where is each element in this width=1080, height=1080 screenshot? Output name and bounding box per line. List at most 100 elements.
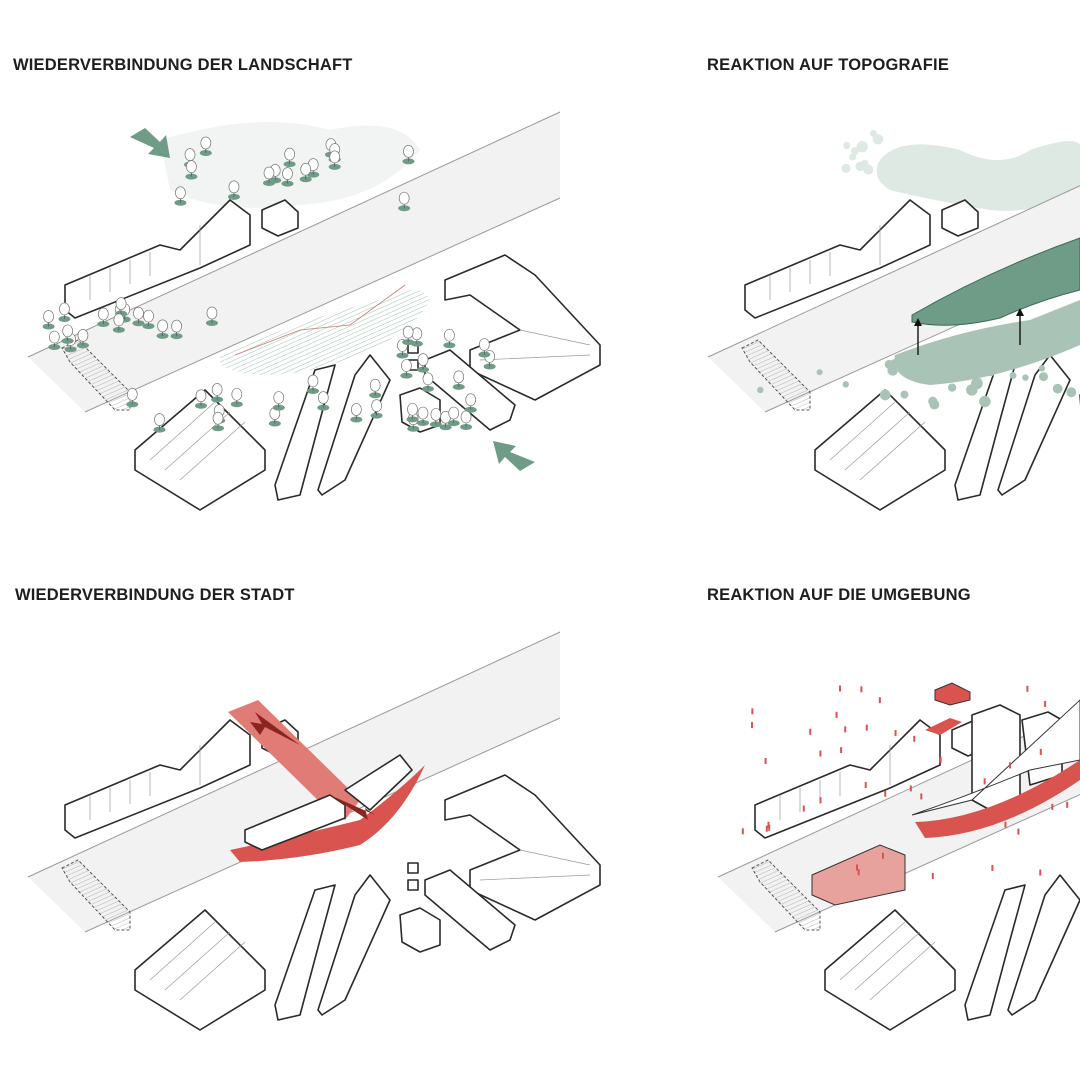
tree-canopy xyxy=(154,413,165,426)
green-dot xyxy=(1066,387,1077,398)
tree-canopy xyxy=(171,319,182,333)
green-dot xyxy=(869,129,877,137)
person-icon xyxy=(764,758,767,765)
tree-canopy xyxy=(200,136,212,150)
tree-icon xyxy=(112,313,125,333)
tree-icon xyxy=(478,338,491,358)
person-icon xyxy=(1039,869,1042,876)
person-icon xyxy=(1004,821,1007,828)
tree-icon xyxy=(416,406,429,427)
person-icon xyxy=(1039,748,1042,755)
tree-canopy xyxy=(407,402,418,416)
tree-icon xyxy=(48,330,61,351)
arrow-up-icon xyxy=(914,318,922,326)
tree-canopy xyxy=(307,374,319,388)
tree-icon xyxy=(281,167,294,187)
person-icon xyxy=(819,750,822,757)
person-icon xyxy=(894,730,897,737)
tree-canopy xyxy=(77,329,89,342)
tree-canopy xyxy=(369,378,381,392)
tree-icon xyxy=(402,144,415,165)
green-dot xyxy=(971,377,983,390)
person-icon xyxy=(856,864,858,871)
tree-canopy xyxy=(444,328,455,342)
person-icon xyxy=(844,726,847,733)
tree-canopy xyxy=(211,383,223,396)
panel-title-surroundings: REAKTION AUF DIE UMGEBUNG xyxy=(707,586,971,604)
panel-title-city: WIEDERVERBINDUNG DER STADT xyxy=(15,586,295,604)
green-dot xyxy=(1038,365,1046,372)
person-icon xyxy=(839,685,842,692)
tree-canopy xyxy=(430,408,442,421)
green-dot xyxy=(851,147,859,156)
person-icon xyxy=(767,821,770,828)
tree-canopy xyxy=(175,186,186,200)
arrow-northwest-icon xyxy=(130,128,170,158)
tree-canopy xyxy=(448,406,460,420)
green-dot xyxy=(900,390,909,399)
tree-canopy xyxy=(417,353,429,366)
tree-canopy xyxy=(231,387,243,401)
green-dot xyxy=(979,395,991,408)
tree-icon xyxy=(61,324,74,344)
tree-canopy xyxy=(263,166,275,180)
tree-canopy xyxy=(402,325,414,339)
tree-canopy xyxy=(460,410,472,424)
tree-canopy xyxy=(212,411,224,425)
tree-canopy xyxy=(398,191,410,205)
person-icon xyxy=(939,756,942,763)
person-icon xyxy=(991,864,994,871)
tree-canopy xyxy=(62,324,73,338)
green-dot xyxy=(879,389,891,401)
path-line xyxy=(234,284,406,356)
red-building xyxy=(934,682,971,706)
red-canopy xyxy=(925,718,962,735)
tree-icon xyxy=(398,191,411,212)
tower xyxy=(971,704,1021,811)
green-dot xyxy=(757,386,764,394)
tree-icon xyxy=(156,319,169,339)
tree-canopy xyxy=(465,393,477,407)
person-icon xyxy=(765,825,768,832)
lake-area xyxy=(876,141,1080,211)
tree-canopy xyxy=(317,391,329,404)
tree-canopy xyxy=(411,327,423,341)
hatched-park xyxy=(220,290,430,375)
tree-icon xyxy=(306,374,319,394)
station-building xyxy=(344,754,413,811)
green-dot xyxy=(1052,383,1063,394)
tree-icon xyxy=(263,166,276,187)
person-icon xyxy=(983,778,986,785)
tree-canopy xyxy=(126,388,138,401)
person-icon xyxy=(884,790,887,797)
tree-canopy xyxy=(478,338,490,351)
tree-icon xyxy=(58,302,71,322)
tree-icon xyxy=(132,306,145,327)
green-dot xyxy=(816,369,823,376)
green-dot xyxy=(1039,372,1048,382)
tree-canopy xyxy=(273,391,285,404)
tree-icon xyxy=(447,406,460,427)
topography-roof xyxy=(911,237,1080,326)
green-dot xyxy=(856,141,868,153)
person-icon xyxy=(1044,700,1047,707)
tree-icon xyxy=(443,328,456,349)
arrow-southeast-icon xyxy=(493,441,535,471)
tree-canopy xyxy=(284,147,295,161)
person-icon xyxy=(1008,762,1011,769)
tree-canopy xyxy=(401,359,412,372)
panel-landscape xyxy=(27,111,601,511)
person-icon xyxy=(1026,685,1029,692)
person-icon xyxy=(920,793,923,800)
tree-icon xyxy=(211,383,224,403)
green-dot xyxy=(842,381,849,388)
person-icon xyxy=(802,805,805,812)
arrow-down-icon xyxy=(330,795,375,820)
green-dot xyxy=(863,164,874,175)
tree-icon xyxy=(153,413,166,433)
tree-icon xyxy=(429,408,442,428)
tree-canopy xyxy=(133,306,144,320)
tree-icon xyxy=(328,150,341,170)
tree-icon xyxy=(42,310,55,330)
tree-canopy xyxy=(97,307,109,321)
